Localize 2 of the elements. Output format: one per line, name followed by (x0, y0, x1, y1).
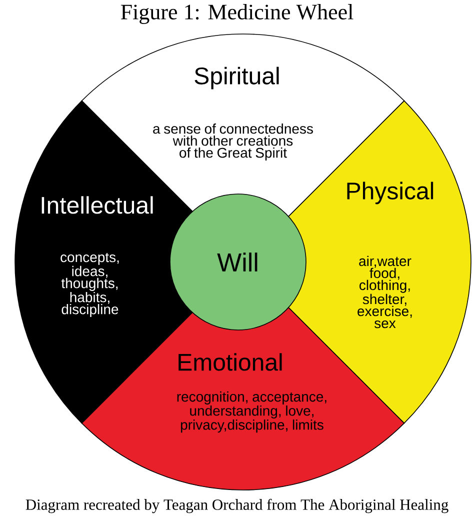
caption: Diagram recreated by Teagan Orchard from The Aboriginal Healing (26, 498, 448, 514)
figure-title: Figure 1: Medicine Wheel (120, 4, 354, 24)
